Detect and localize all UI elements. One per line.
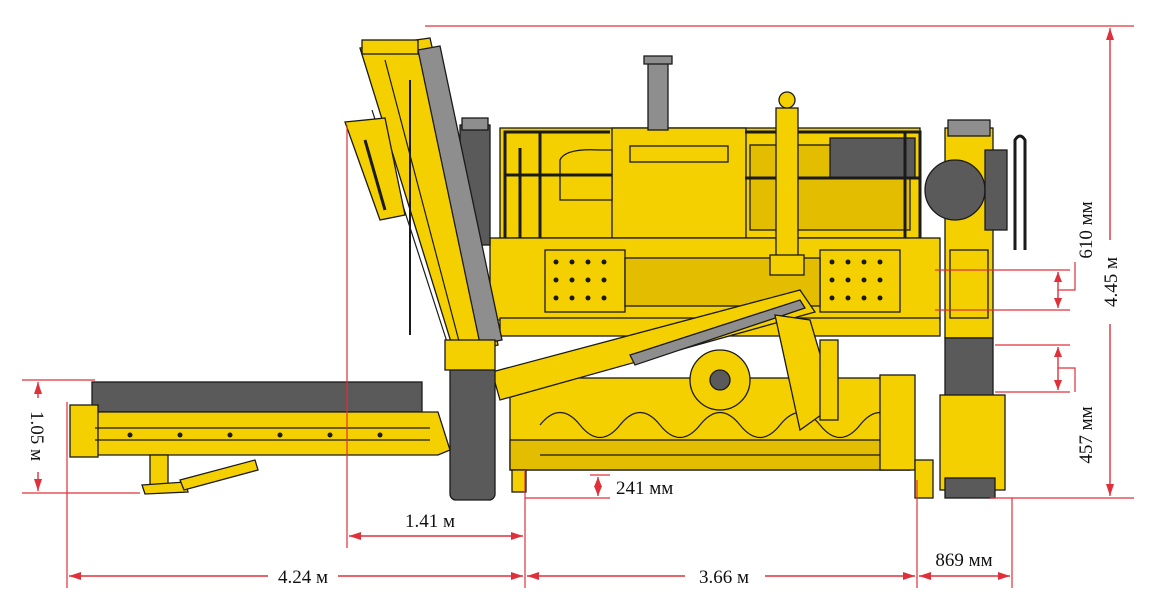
upper-lift-label: 610 мм bbox=[1076, 201, 1097, 258]
exhaust-stack-icon bbox=[647, 61, 669, 131]
conveyor-height-label: 1.05 м bbox=[26, 411, 47, 461]
lift-eye-icon bbox=[778, 91, 796, 109]
front-wheel bbox=[444, 339, 496, 501]
wheelbase-label: 3.66 м bbox=[699, 567, 749, 588]
conveyor-reach-label: 1.41 м bbox=[405, 511, 455, 532]
lower-lift-label: 457 мм bbox=[1076, 406, 1097, 463]
engine-body bbox=[499, 55, 922, 242]
rear-leg bbox=[924, 119, 1027, 499]
vertical-conveyor bbox=[344, 37, 503, 356]
charging-conveyor bbox=[69, 381, 451, 495]
overall-height-label: 4.45 м bbox=[1101, 257, 1122, 307]
cross-conveyor bbox=[491, 289, 839, 432]
front-overhang-label: 4.24 м bbox=[278, 567, 328, 588]
ground-clearance-label: 241 мм bbox=[616, 478, 673, 499]
dimension-labels: 4.45 м 1.05 м 4.24 м 3.66 м 869 мм 1.41 … bbox=[26, 201, 1122, 588]
machine-drawing bbox=[69, 37, 1027, 501]
lift-column bbox=[769, 91, 805, 276]
rear-overhang-label: 869 мм bbox=[935, 550, 992, 571]
